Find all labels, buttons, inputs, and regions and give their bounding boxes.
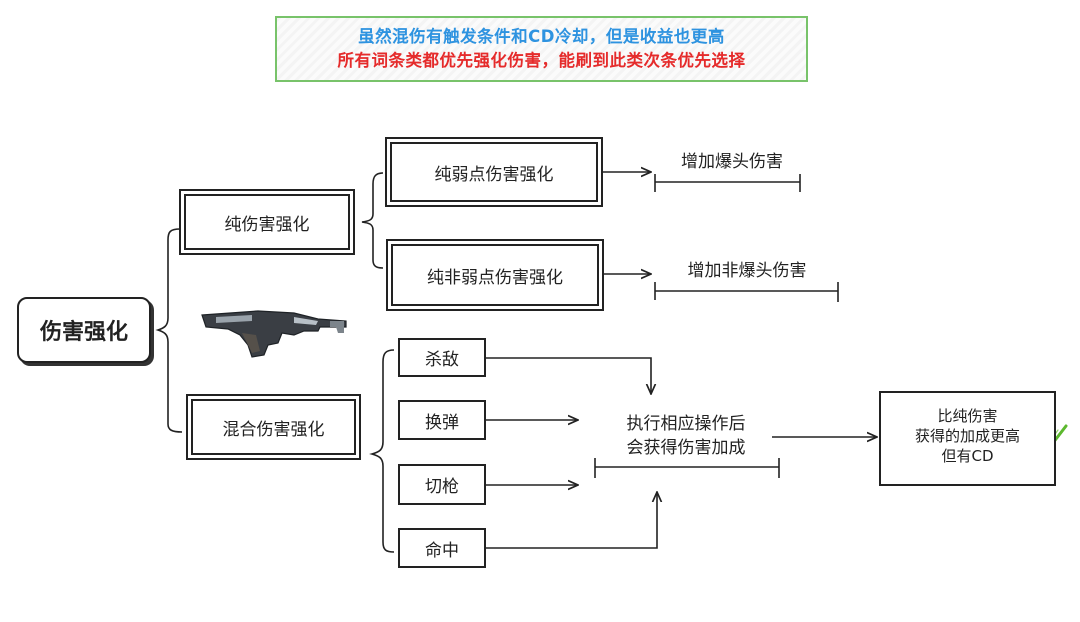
weak-point-damage-node: 纯弱点伤害强化 [390,142,598,202]
mixed-effect-line-2: 会获得伤害加成 [626,438,746,458]
trigger-hit: 命中 [398,528,486,568]
non-weak-point-damage-node: 纯非弱点伤害强化 [391,244,599,306]
pure-brace [361,172,384,269]
mixed-effect-line-1: 执行相应操作后 [626,414,746,434]
effect-bracket-1 [654,174,801,192]
mixed-brace [369,349,395,553]
trigger-connectors [486,357,657,549]
trigger-reload: 换弹 [398,400,486,440]
result-line-2: 获得的加成更高 [914,427,1020,445]
pure-damage-node: 纯伤害强化 [184,194,350,250]
effect-headshot: 增加爆头伤害 [668,150,796,174]
weapon-icon [201,310,347,358]
effect-bracket-3 [594,458,780,478]
result-line-1: 比纯伤害 [937,407,998,425]
result-node: 比纯伤害 获得的加成更高 但有CD [879,391,1056,486]
top-note-banner: 虽然混伤有触发条件和CD冷却，但是收益也更高 所有词条类都优先强化伤害，能刷到此… [275,16,808,82]
result-line-3: 但有CD [941,447,994,465]
root-brace [155,228,183,433]
banner-line-2: 所有词条类都优先强化伤害，能刷到此类次条优先选择 [337,51,746,70]
root-node: 伤害强化 [17,297,151,363]
trigger-kill: 杀敌 [398,338,486,377]
effect-non-headshot: 增加非爆头伤害 [672,259,822,283]
trigger-swap: 切枪 [398,464,486,505]
banner-line-1: 虽然混伤有触发条件和CD冷却，但是收益也更高 [358,27,725,46]
mixed-damage-node: 混合伤害强化 [191,399,356,455]
mixed-effect-text: 执行相应操作后 会获得伤害加成 [600,412,772,460]
effect-bracket-2 [654,282,839,302]
